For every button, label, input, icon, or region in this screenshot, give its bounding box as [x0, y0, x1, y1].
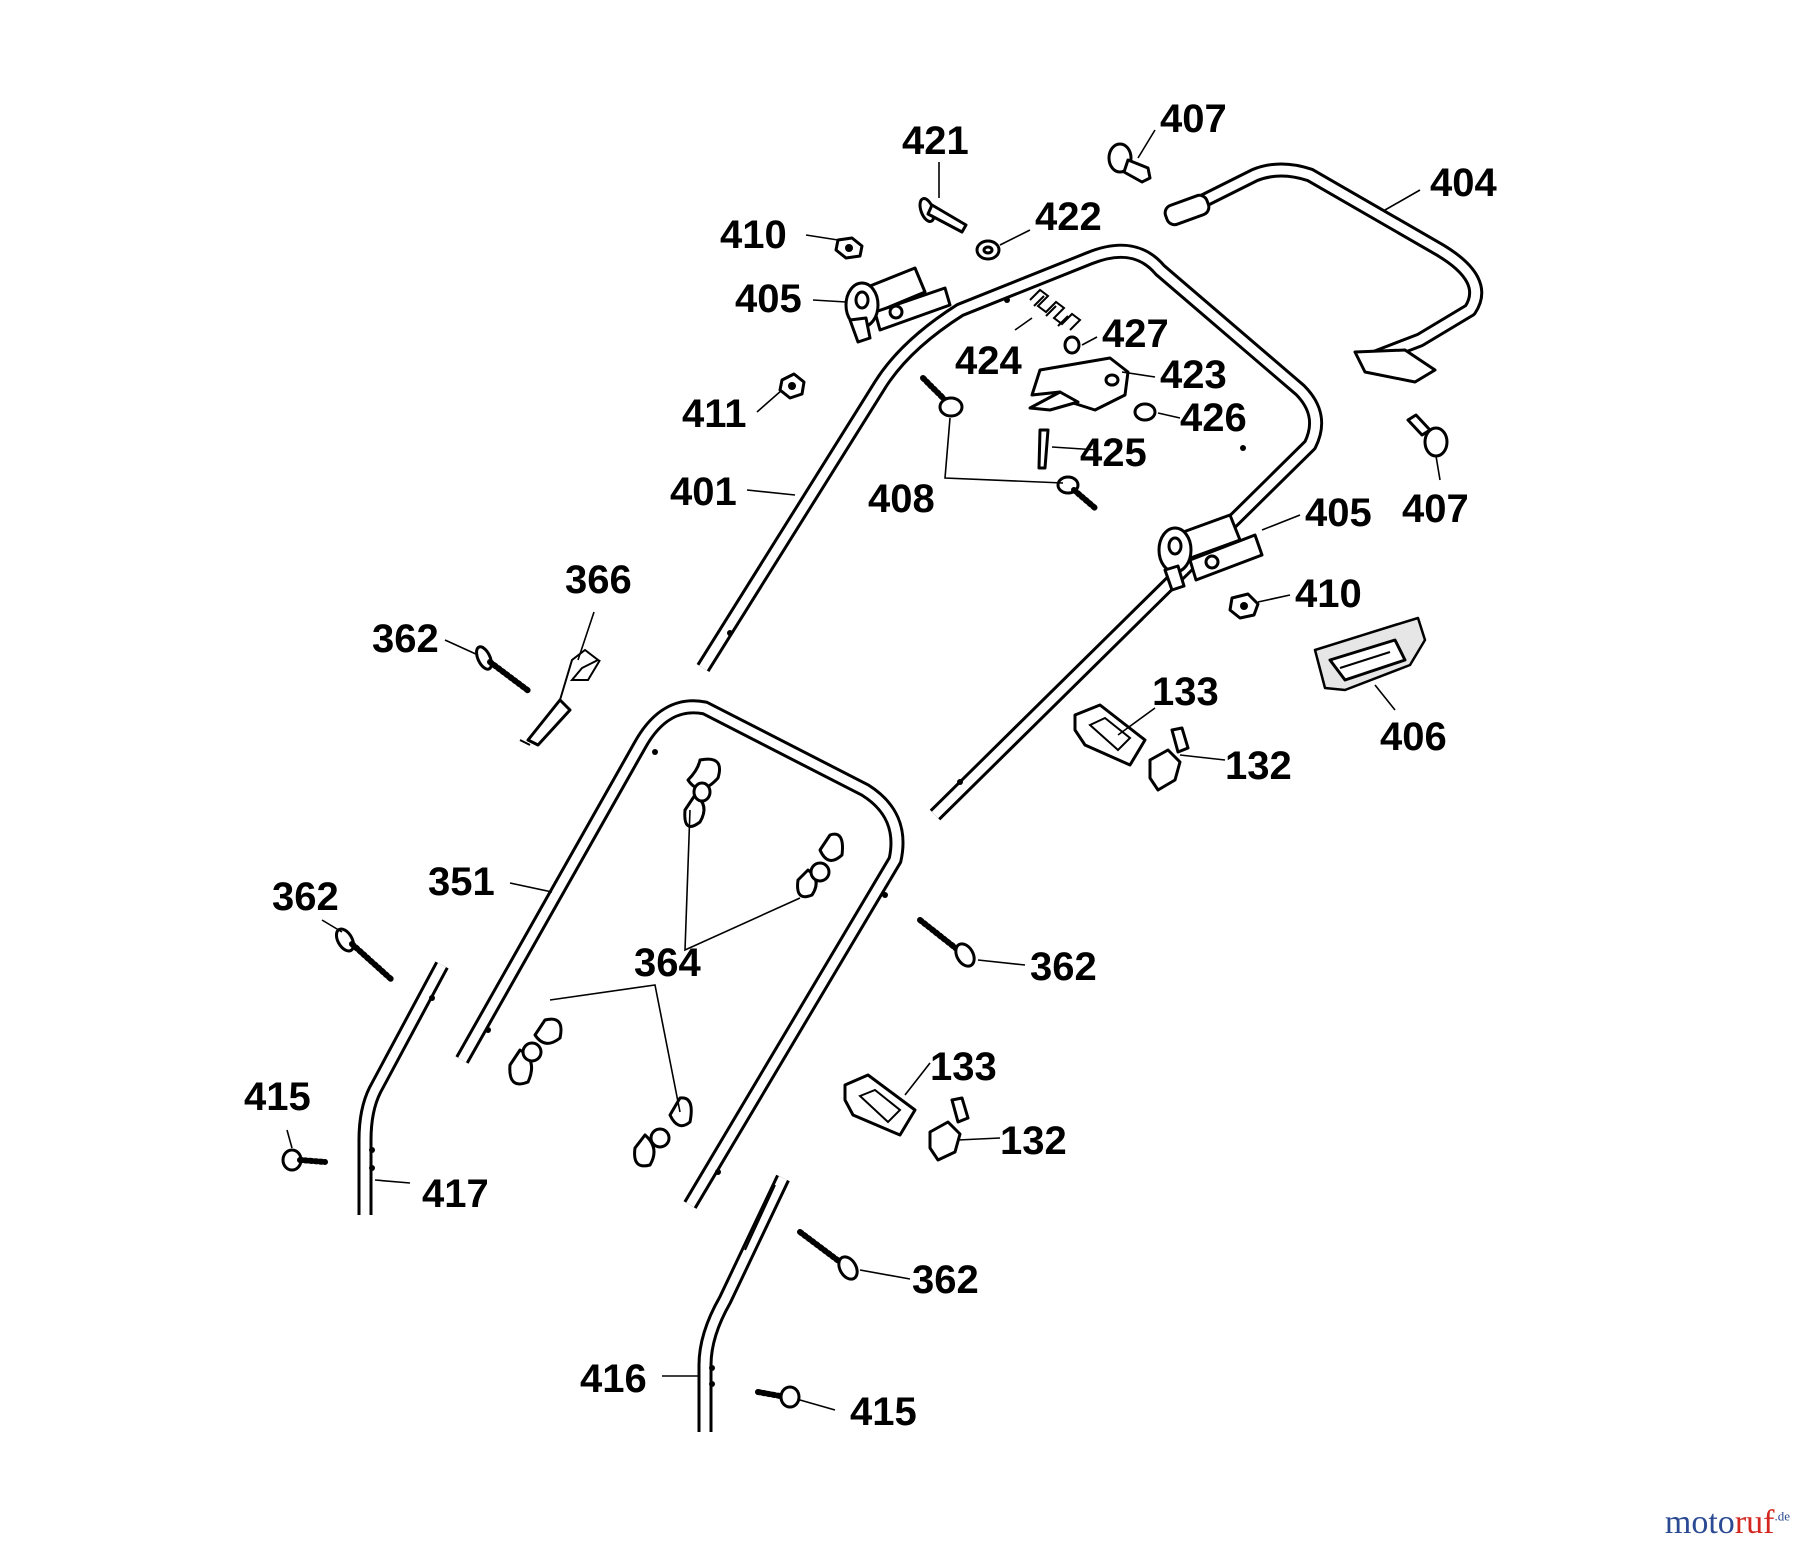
callout-133-bottom: 133 — [930, 1045, 997, 1089]
upper-handle-401 — [696, 243, 1324, 821]
grommet-133-bottom — [843, 1073, 917, 1137]
callout-408: 408 — [868, 477, 935, 521]
bolt-362-c — [917, 917, 976, 968]
callout-405-right: 405 — [1305, 491, 1372, 535]
callout-366: 366 — [565, 558, 632, 602]
callout-423: 423 — [1160, 353, 1227, 397]
switch-box-406 — [1313, 616, 1427, 692]
lower-tube-416 — [697, 1174, 790, 1432]
washer-427 — [1063, 335, 1081, 355]
watermark-part1: moto — [1664, 1504, 1735, 1541]
callout-411: 411 — [682, 392, 747, 436]
callout-labels: 421 407 404 410 422 405 427 424 423 411 … — [244, 97, 1497, 1434]
callout-415-bottom: 415 — [850, 1390, 917, 1434]
callout-410-top: 410 — [720, 213, 787, 257]
cap-426 — [1133, 402, 1157, 422]
pin-425 — [1037, 428, 1050, 470]
callout-425: 425 — [1080, 431, 1147, 475]
lower-tube-417 — [357, 961, 449, 1215]
callout-410-right: 410 — [1295, 572, 1362, 616]
nut-411 — [778, 372, 806, 400]
screw-408-b — [1056, 475, 1098, 511]
callout-421: 421 — [902, 119, 969, 163]
callout-424: 424 — [955, 339, 1022, 383]
watermark-part2: ruf — [1734, 1504, 1775, 1541]
callout-132-bottom: 132 — [1000, 1119, 1067, 1163]
callout-405-top: 405 — [735, 277, 802, 321]
wing-nut-364-b — [796, 832, 844, 899]
control-bar-404 — [1163, 162, 1484, 384]
wing-nut-364-c — [508, 1017, 563, 1086]
screw-408-a — [920, 375, 964, 418]
callout-407-top: 407 — [1160, 97, 1227, 141]
knob-407-top — [1107, 142, 1152, 184]
washer-422 — [975, 239, 1001, 261]
callout-404: 404 — [1430, 161, 1497, 205]
bolt-362-b — [334, 927, 395, 983]
bolt-421 — [918, 197, 968, 234]
callout-415-left: 415 — [244, 1075, 311, 1119]
latch-plate-423 — [1028, 356, 1130, 412]
callout-362-d: 362 — [912, 1258, 979, 1302]
callout-407-right: 407 — [1402, 487, 1469, 531]
grommet-133-top — [1073, 703, 1147, 767]
nut-410-right — [1228, 592, 1260, 620]
watermark-suffix: .de — [1774, 1508, 1790, 1524]
screw-415-bottom — [755, 1385, 801, 1409]
callout-132-top: 132 — [1225, 744, 1292, 788]
leader-lines — [286, 129, 1441, 1411]
callout-417: 417 — [422, 1172, 489, 1216]
callout-362-b: 362 — [272, 875, 339, 919]
callout-401: 401 — [670, 470, 737, 514]
wing-nut-364-d — [633, 1096, 693, 1168]
callout-422: 422 — [1035, 195, 1102, 239]
spring-424 — [1029, 288, 1082, 331]
callout-351: 351 — [428, 860, 495, 904]
callout-416: 416 — [580, 1357, 647, 1401]
bolt-362-a — [475, 645, 533, 695]
middle-handle-351 — [455, 699, 905, 1209]
callout-362-c: 362 — [1030, 945, 1097, 989]
callout-133-top: 133 — [1152, 670, 1219, 714]
clip-132-bottom — [928, 1096, 970, 1162]
screw-415-left — [281, 1148, 328, 1172]
callout-406: 406 — [1380, 715, 1447, 759]
callout-364: 364 — [634, 941, 701, 985]
callout-427: 427 — [1102, 312, 1169, 356]
nut-410-top — [834, 236, 864, 260]
clip-132-top — [1148, 726, 1190, 792]
bracket-366 — [519, 648, 601, 747]
watermark-logo: motoruf.de — [1665, 1504, 1790, 1542]
clamp-405-right — [1157, 513, 1264, 592]
callout-362-a: 362 — [372, 617, 439, 661]
callout-426: 426 — [1180, 396, 1247, 440]
knob-407-right — [1406, 413, 1449, 458]
clamp-405-top — [844, 266, 952, 344]
bolt-362-d — [797, 1229, 859, 1281]
